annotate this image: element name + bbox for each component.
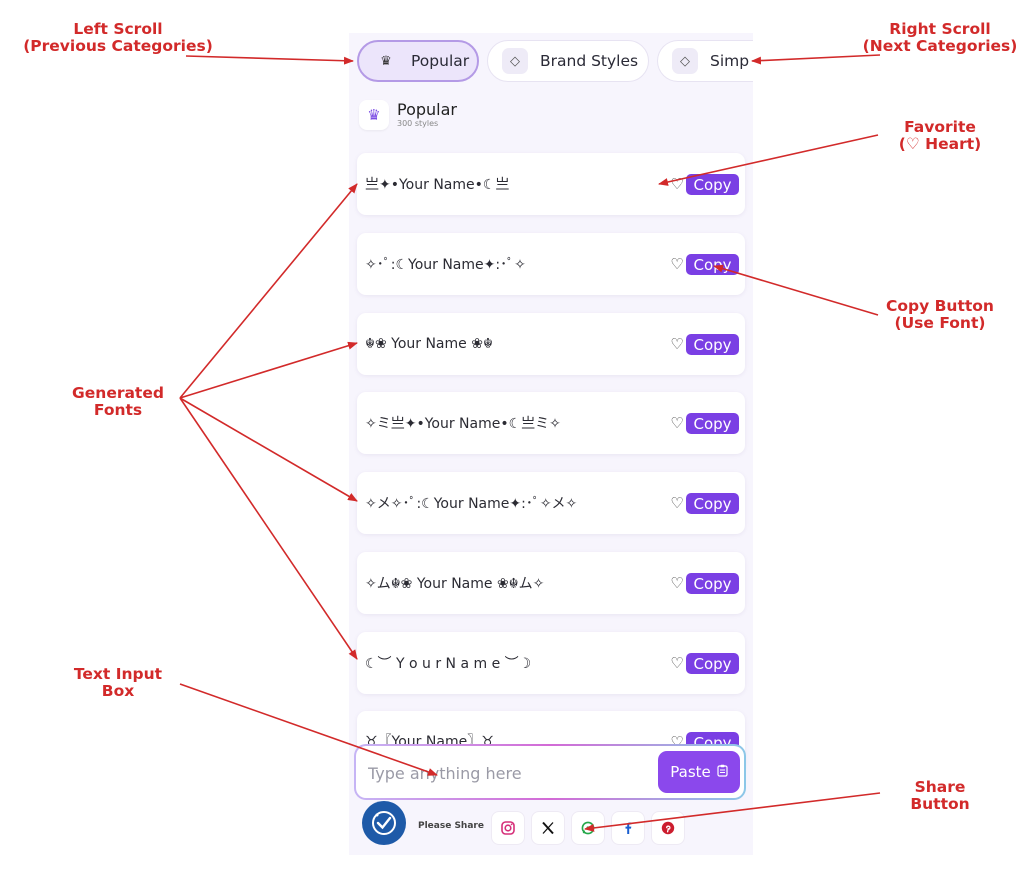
category-title: Popular	[397, 100, 457, 119]
diamond-icon: ◇	[502, 48, 528, 74]
tab-popular[interactable]: ♛ Popular	[357, 40, 479, 82]
font-preview: ✧･ﾟ:☾Your Name✦:･ﾟ✧	[365, 257, 526, 273]
annotation-line: Generated	[72, 384, 164, 402]
copy-button[interactable]: Copy	[686, 573, 739, 594]
tab-label: Popular	[411, 52, 470, 70]
logo-check-icon	[372, 811, 396, 835]
heart-icon[interactable]: ♡	[670, 494, 684, 512]
annotation-line: Text Input	[73, 665, 163, 683]
font-card[interactable]: ☬❀ Your Name ❀☬ ♡ Copy	[357, 313, 745, 375]
arrow-font-3	[179, 341, 358, 399]
share-label: Please Share	[418, 821, 484, 831]
share-pinterest-button[interactable]	[651, 811, 685, 845]
category-header: ♛ Popular 300 styles	[359, 97, 457, 133]
copy-button[interactable]: Copy	[686, 493, 739, 514]
copy-button[interactable]: Copy	[686, 174, 739, 195]
share-whatsapp-button[interactable]	[571, 811, 605, 845]
instagram-icon	[501, 821, 515, 835]
font-card[interactable]: ☾︶ Y o u r N a m e ︶☽ ♡ Copy	[357, 632, 745, 694]
crown-icon: ♛	[359, 100, 389, 130]
facebook-icon	[625, 822, 632, 834]
crown-icon: ♛	[380, 53, 392, 69]
heart-icon[interactable]: ♡	[670, 255, 684, 273]
annotation-text-input: Text Input Box	[58, 666, 178, 700]
font-card[interactable]: ✧ミ亗✦•Your Name•☾亗ミ✧ ♡ Copy	[357, 392, 745, 454]
tab-label: Brand Styles	[540, 52, 639, 70]
copy-button[interactable]: Copy	[686, 254, 739, 275]
copy-button[interactable]: Copy	[686, 334, 739, 355]
font-card[interactable]: ✧･ﾟ:☾Your Name✦:･ﾟ✧ ♡ Copy	[357, 233, 745, 295]
share-x-button[interactable]	[531, 811, 565, 845]
annotation-line: Right Scroll	[889, 20, 991, 38]
tab-label: Simp	[710, 52, 750, 70]
arrow-left-scroll	[185, 55, 354, 65]
heart-icon[interactable]: ♡	[670, 175, 684, 193]
text-input-inner: Paste	[356, 746, 744, 800]
font-preview: ☾︶ Y o u r N a m e ︶☽	[365, 656, 532, 672]
annotation-favorite: Favorite (♡ Heart)	[880, 119, 1000, 153]
annotation-line: (Next Categories)	[862, 37, 1018, 55]
font-preview: ✧ム☬❀ Your Name ❀☬ム✧	[365, 576, 545, 592]
text-input[interactable]	[366, 746, 650, 800]
annotation-generated-fonts: Generated Fonts	[58, 385, 178, 419]
arrow-right-scroll	[751, 54, 881, 65]
share-facebook-button[interactable]	[611, 811, 645, 845]
paste-label: Paste	[670, 763, 711, 781]
whatsapp-icon	[581, 821, 595, 835]
share-instagram-button[interactable]	[491, 811, 525, 845]
annotation-line: Left Scroll	[73, 20, 163, 38]
arrow-font-5	[179, 397, 358, 502]
font-preview: ✧メ✧･ﾟ:☾Your Name✦:･ﾟ✧メ✧	[365, 496, 578, 512]
copy-button[interactable]: Copy	[686, 653, 739, 674]
font-card[interactable]: ✧メ✧･ﾟ:☾Your Name✦:･ﾟ✧メ✧ ♡ Copy	[357, 472, 745, 534]
font-card[interactable]: ✧ム☬❀ Your Name ❀☬ム✧ ♡ Copy	[357, 552, 745, 614]
diamond-icon: ◇	[672, 48, 698, 74]
annotation-line: (Use Font)	[894, 314, 986, 332]
clipboard-icon	[717, 763, 728, 781]
arrow-font-7	[179, 397, 358, 660]
heart-icon[interactable]: ♡	[670, 654, 684, 672]
font-preview: ✧ミ亗✦•Your Name•☾亗ミ✧	[365, 416, 561, 432]
arrow-font-1	[179, 183, 358, 399]
share-bar: Please Share	[349, 801, 753, 855]
annotation-right-scroll: Right Scroll (Next Categories)	[856, 21, 1024, 55]
category-text: Popular 300 styles	[397, 101, 457, 129]
annotation-line: Button	[910, 795, 970, 813]
annotation-line: Share	[914, 778, 966, 796]
annotation-left-scroll: Left Scroll (Previous Categories)	[14, 21, 222, 55]
category-tabs[interactable]: ♛ Popular ◇ Brand Styles ◇ Simp	[349, 40, 753, 84]
font-card[interactable]: 亗✦•Your Name•☾亗 ♡ Copy	[357, 153, 745, 215]
heart-icon[interactable]: ♡	[670, 335, 684, 353]
annotation-line: (♡ Heart)	[898, 135, 982, 153]
heart-icon[interactable]: ♡	[670, 574, 684, 592]
tab-simple[interactable]: ◇ Simp	[657, 40, 753, 82]
text-input-box: Paste	[354, 744, 746, 800]
annotation-line: Favorite	[904, 118, 976, 136]
app-logo	[362, 801, 406, 845]
category-count: 300 styles	[397, 119, 439, 128]
copy-button[interactable]: Copy	[686, 413, 739, 434]
tab-brand-styles[interactable]: ◇ Brand Styles	[487, 40, 649, 82]
annotation-line: Copy Button	[886, 297, 994, 315]
annotation-line: Fonts	[93, 401, 143, 419]
annotation-copy-button: Copy Button (Use Font)	[872, 298, 1008, 332]
annotation-line: Box	[101, 682, 135, 700]
heart-icon[interactable]: ♡	[670, 414, 684, 432]
annotation-share-button: Share Button	[890, 779, 990, 813]
pinterest-icon	[661, 821, 675, 835]
x-icon	[542, 821, 554, 835]
annotation-line: (Previous Categories)	[23, 37, 213, 55]
font-preview: ☬❀ Your Name ❀☬	[365, 336, 493, 352]
app-screen: ♛ Popular ◇ Brand Styles ◇ Simp ♛ Popula…	[349, 33, 753, 855]
paste-button[interactable]: Paste	[658, 751, 740, 793]
font-preview: 亗✦•Your Name•☾亗	[365, 177, 510, 193]
